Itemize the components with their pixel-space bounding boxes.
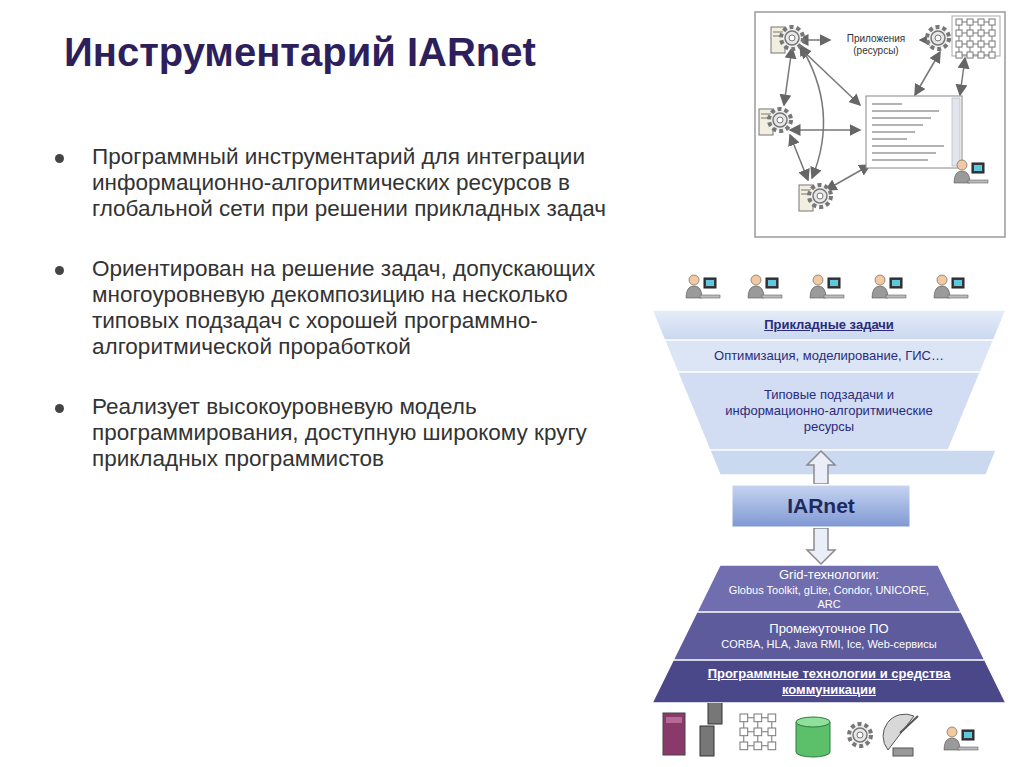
- band-text: Grid-технологии:Globus Toolkit, gLite, C…: [652, 565, 1006, 612]
- band-text: Программные технологии и средства коммун…: [652, 660, 1006, 703]
- bullet-dot: [55, 266, 64, 275]
- layer-band: Прикладные задачи: [652, 310, 1006, 340]
- inset-label: Приложения (ресурсы): [836, 33, 916, 57]
- node-label: Grid-технологии:: [779, 567, 879, 583]
- bullet-text: Ориентирован на решение задач, допускающ…: [92, 256, 595, 359]
- band-outline: [664, 340, 993, 372]
- block-arrow: [807, 528, 835, 564]
- band-outline: [652, 310, 1006, 340]
- bullet-dot: [55, 154, 64, 163]
- band-outline: [697, 565, 961, 612]
- band-outline: [673, 612, 985, 660]
- node-label: Программные технологии и средства коммун…: [679, 666, 979, 698]
- block-arrow: [807, 451, 835, 484]
- bullet-dot: [55, 404, 64, 413]
- band-text: Промежуточное ПОCORBA, HLA, Java RMI, Ic…: [652, 612, 1006, 660]
- bullet-item: Реализует высокоуровневую модель програм…: [52, 394, 612, 472]
- band-outline: [652, 660, 1006, 703]
- bullet-list: Программный инструментарий для интеграци…: [52, 144, 612, 506]
- iarnet-box: IARnet: [731, 484, 911, 528]
- node-sublabel: Globus Toolkit, gLite, Condor, UNICORE, …: [726, 583, 932, 611]
- layer-band: Оптимизация, моделирование, ГИС…: [652, 340, 1006, 372]
- band-text: Оптимизация, моделирование, ГИС…: [652, 340, 1006, 372]
- node-label: Типовые подзадачи и информационно-алгори…: [716, 387, 943, 435]
- layer-band: Типовые подзадачи и информационно-алгори…: [652, 372, 1006, 450]
- node-label: IARnet: [787, 493, 855, 519]
- band-text: Типовые подзадачи и информационно-алгори…: [652, 372, 1006, 450]
- bullet-item: Ориентирован на решение задач, допускающ…: [52, 256, 612, 360]
- node-label: Промежуточное ПО: [769, 621, 888, 637]
- band-text: Прикладные задачи: [652, 310, 1006, 340]
- bullet-text: Реализует высокоуровневую модель програм…: [92, 394, 587, 471]
- node-sublabel: CORBA, HLA, Java RMI, Ice, Web-сервисы: [721, 637, 936, 651]
- slide-title: Инструментарий IARnet: [64, 30, 536, 75]
- layer-band: Программные технологии и средства коммун…: [652, 660, 1006, 703]
- node-label: Прикладные задачи: [764, 317, 894, 333]
- layer-band: Промежуточное ПОCORBA, HLA, Java RMI, Ic…: [652, 612, 1006, 660]
- bullet-text: Программный инструментарий для интеграци…: [92, 144, 606, 221]
- layer-band: Grid-технологии:Globus Toolkit, gLite, C…: [652, 565, 1006, 612]
- band-outline: [678, 372, 981, 450]
- band-text: IARnet: [731, 484, 911, 528]
- node-label: Оптимизация, моделирование, ГИС…: [714, 348, 944, 364]
- bullet-item: Программный инструментарий для интеграци…: [52, 144, 612, 222]
- box-outline: [732, 485, 911, 528]
